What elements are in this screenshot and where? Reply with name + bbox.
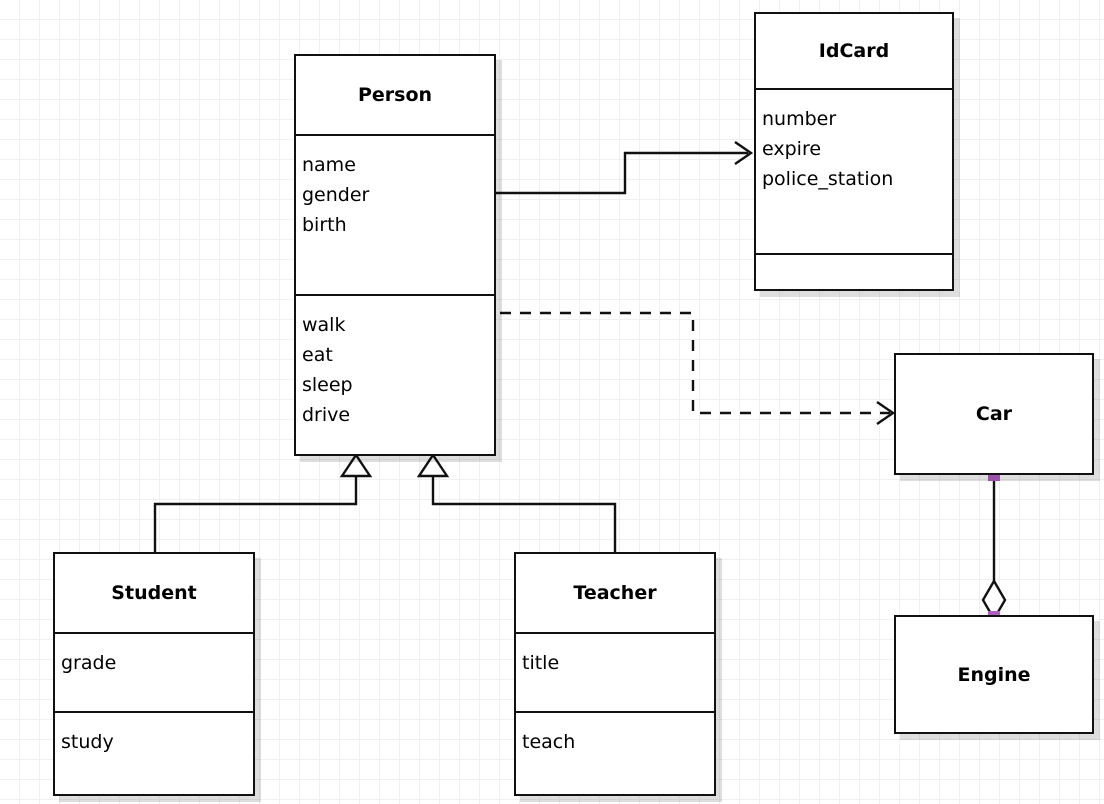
class-title-teacher: Teacher xyxy=(573,582,657,605)
class-title-student: Student xyxy=(111,582,197,605)
class-box-person[interactable]: Person name gender birth walk eat sleep … xyxy=(294,54,496,456)
edge-teacher-to-person xyxy=(416,452,617,552)
class-attributes-person: name gender birth xyxy=(296,134,494,293)
edge-car-to-engine xyxy=(981,476,1007,622)
attribute-item: name xyxy=(302,154,356,177)
class-attributes-student: grade xyxy=(55,632,253,711)
edge-student-to-person xyxy=(153,452,373,552)
class-box-student[interactable]: Student grade study xyxy=(53,552,255,796)
class-attributes-idcard: number expire police_station xyxy=(756,87,952,253)
method-item: drive xyxy=(302,403,351,426)
method-item: study xyxy=(61,731,114,754)
class-title-engine: Engine xyxy=(957,663,1031,686)
class-title-person: Person xyxy=(357,84,433,107)
edge-person-to-car xyxy=(500,311,896,425)
attribute-item: grade xyxy=(61,652,117,675)
method-item: walk xyxy=(302,313,346,336)
class-attributes-teacher: title xyxy=(516,632,714,711)
class-methods-student: study xyxy=(55,711,253,794)
attribute-item: title xyxy=(522,652,560,675)
class-box-teacher[interactable]: Teacher title teach xyxy=(514,552,716,796)
attribute-item: birth xyxy=(302,214,347,237)
class-box-idcard[interactable]: IdCard number expire police_station xyxy=(754,12,954,291)
class-methods-idcard xyxy=(756,252,952,289)
method-item: sleep xyxy=(302,373,353,396)
attribute-item: police_station xyxy=(762,167,894,190)
class-box-engine[interactable]: Engine xyxy=(894,615,1094,734)
class-methods-teacher: teach xyxy=(516,711,714,794)
attribute-item: gender xyxy=(302,184,370,207)
class-methods-person: walk eat sleep drive xyxy=(296,293,494,454)
method-item: teach xyxy=(522,731,576,754)
class-title-idcard: IdCard xyxy=(818,39,890,62)
class-box-car[interactable]: Car xyxy=(894,353,1094,475)
attribute-item: number xyxy=(762,107,837,130)
class-title-car: Car xyxy=(975,403,1013,425)
attribute-item: expire xyxy=(762,137,822,160)
edge-person-to-idcard xyxy=(496,141,754,195)
method-item: eat xyxy=(302,343,333,366)
